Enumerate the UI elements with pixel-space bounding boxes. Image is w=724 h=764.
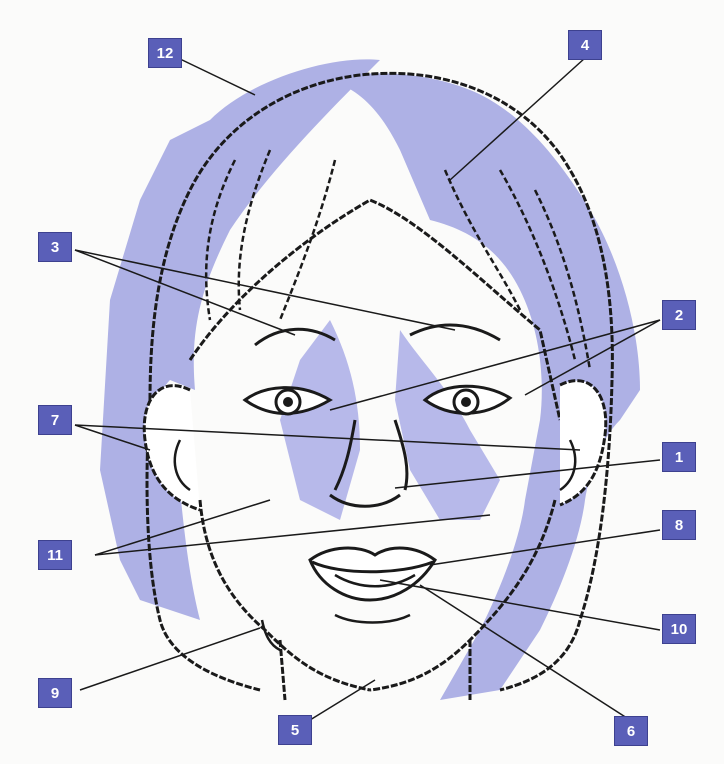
label-11: 11: [38, 540, 72, 570]
neck: [280, 640, 470, 700]
right-pupil: [461, 397, 471, 407]
label-10: 10: [662, 614, 696, 644]
label-12: 12: [148, 38, 182, 68]
face-shadow: [280, 320, 360, 520]
lips-outline: [310, 548, 435, 600]
label-5: 5: [278, 715, 312, 745]
face-shadow-right: [395, 330, 500, 520]
leader-5: [310, 680, 375, 720]
label-2: 2: [662, 300, 696, 330]
label-6: 6: [614, 716, 648, 746]
chin-line: [335, 615, 410, 623]
leader-12: [178, 58, 255, 95]
right-eyebrow: [410, 325, 500, 340]
label-8: 8: [662, 510, 696, 540]
label-7: 7: [38, 405, 72, 435]
label-4: 4: [568, 30, 602, 60]
label-9: 9: [38, 678, 72, 708]
left-pupil: [283, 397, 293, 407]
label-3: 3: [38, 232, 72, 262]
label-1: 1: [662, 442, 696, 472]
right-ear: [560, 381, 606, 505]
